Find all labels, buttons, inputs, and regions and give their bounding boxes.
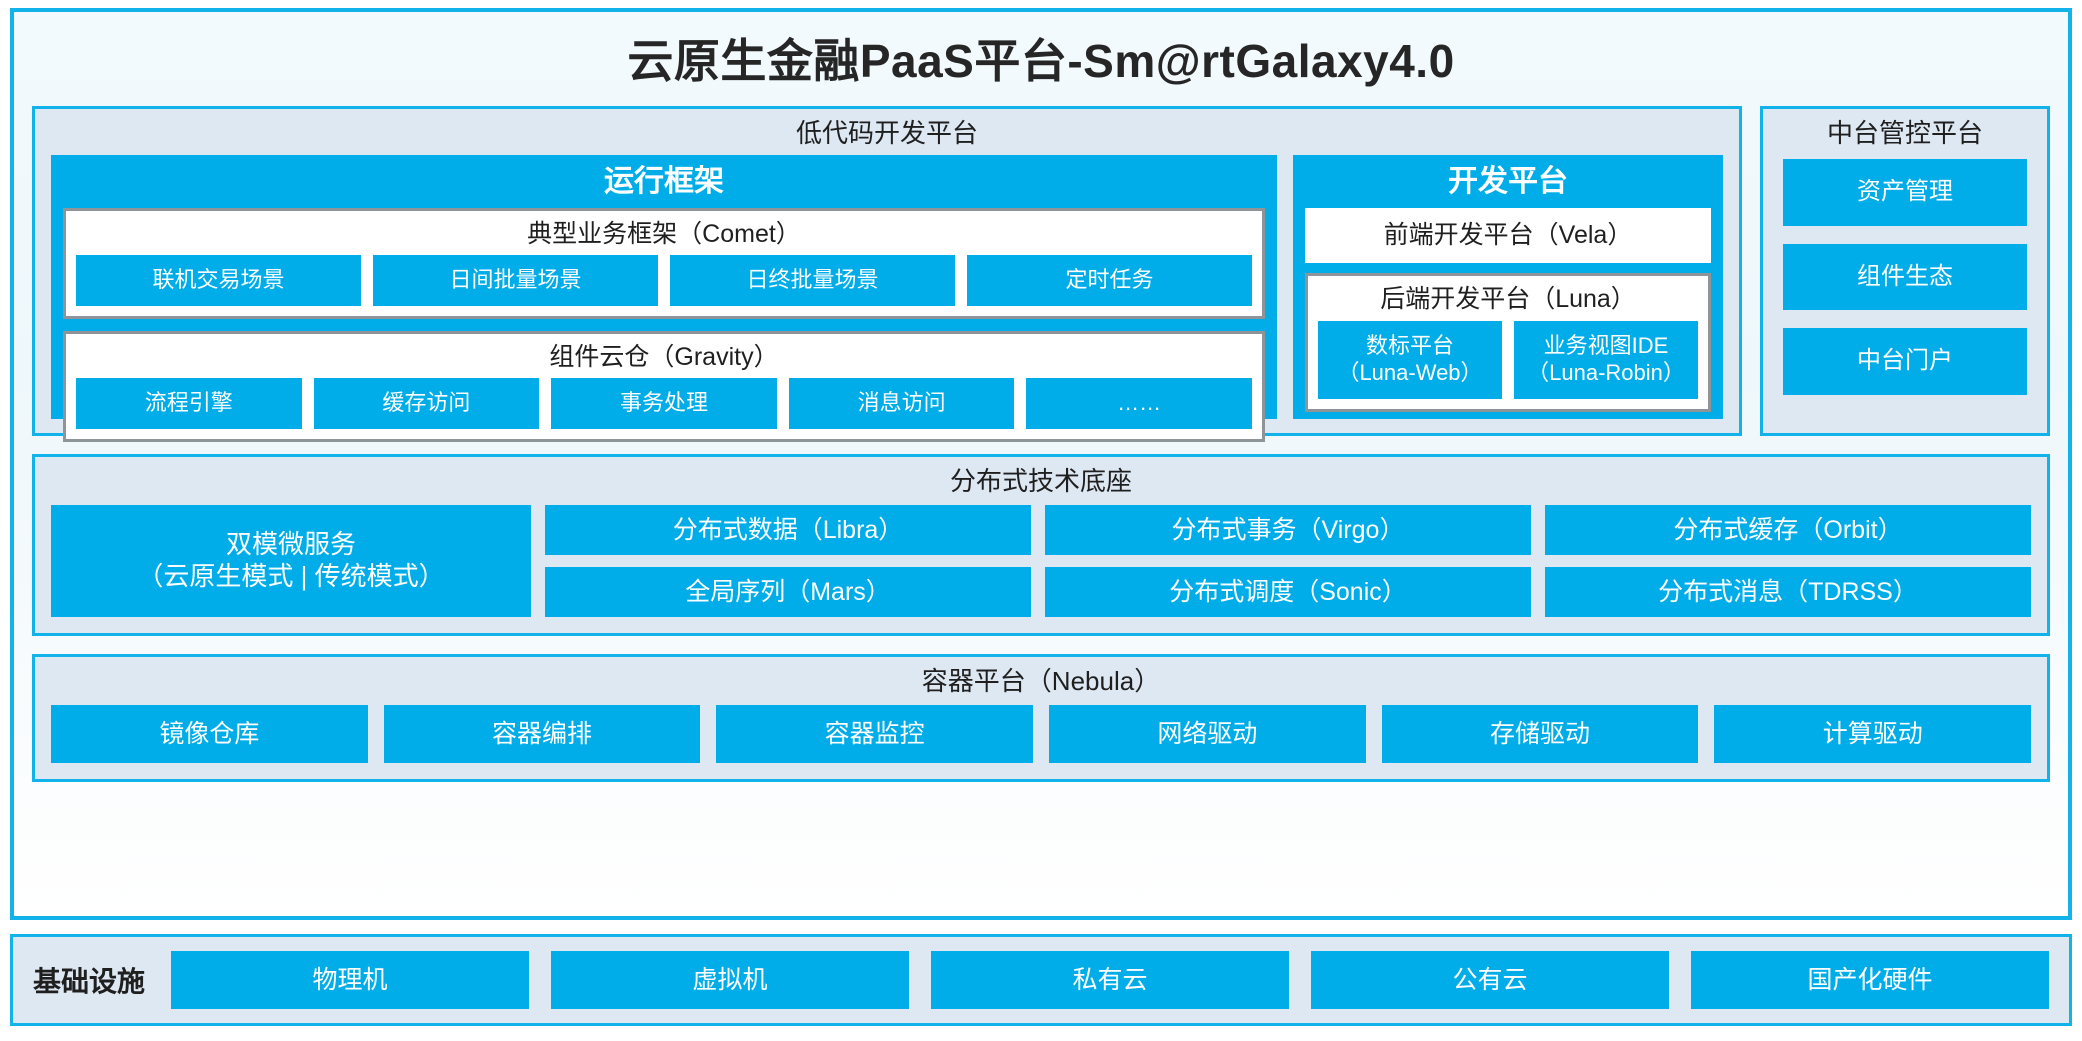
chip-distributed-cache-orbit[interactable]: 分布式缓存（Orbit） xyxy=(1545,504,2031,555)
dev-platform-title: 开发平台 xyxy=(1448,164,1568,198)
chip-domestic-hardware[interactable]: 国产化硬件 xyxy=(1691,951,2050,1009)
container-item-list: 镜像仓库 容器编排 容器监控 网络驱动 存储驱动 计算驱动 xyxy=(35,703,2047,779)
comet-chip-list: 联机交易场景 日间批量场景 日终批量场景 定时任务 xyxy=(76,255,1252,306)
top-row: 低代码开发平台 运行框架 典型业务框架（Comet） 联机交易场景 日间批量场景… xyxy=(32,106,2050,442)
chip-public-cloud[interactable]: 公有云 xyxy=(1311,951,1670,1009)
comet-group-title: 典型业务框架（Comet） xyxy=(527,219,801,248)
chip-midoffice-portal[interactable]: 中台门户 xyxy=(1783,328,2027,396)
gravity-group-title: 组件云仓（Gravity） xyxy=(549,342,779,371)
chip-private-cloud[interactable]: 私有云 xyxy=(931,951,1290,1009)
lowcode-platform-panel: 低代码开发平台 运行框架 典型业务框架（Comet） 联机交易场景 日间批量场景… xyxy=(32,106,1742,442)
chip-luna-web-line2: （Luna-Web） xyxy=(1337,359,1483,385)
chip-asset-management[interactable]: 资产管理 xyxy=(1783,158,2027,226)
chip-container-orchestration[interactable]: 容器编排 xyxy=(383,704,701,763)
infrastructure-label: 基础设施 xyxy=(33,966,146,997)
runtime-framework-title: 运行框架 xyxy=(604,164,724,198)
backend-platform-title: 后端开发平台（Luna） xyxy=(1380,285,1636,314)
chip-scheduled-task[interactable]: 定时任务 xyxy=(967,255,1252,306)
chip-dual-mode-line1: 双模微服务 xyxy=(225,529,356,560)
midoffice-item-list: 资产管理 组件生态 中台门户 xyxy=(1763,155,2047,433)
container-platform-title: 容器平台（Nebula） xyxy=(921,665,1161,696)
chip-dual-mode-microservice[interactable]: 双模微服务 （云原生模式 | 传统模式） xyxy=(51,504,531,617)
chip-distributed-data-libra[interactable]: 分布式数据（Libra） xyxy=(545,504,1031,555)
chip-message-access[interactable]: 消息访问 xyxy=(788,378,1015,429)
frontend-platform-bar[interactable]: 前端开发平台（Vela） xyxy=(1305,207,1711,264)
backend-chip-list: 数标平台 （Luna-Web） 业务视图IDE （Luna-Robin） xyxy=(1318,320,1698,399)
chip-cache-access[interactable]: 缓存访问 xyxy=(313,378,540,429)
chip-more-ellipsis[interactable]: …… xyxy=(1026,378,1252,429)
chip-luna-robin[interactable]: 业务视图IDE （Luna-Robin） xyxy=(1514,320,1698,399)
midoffice-platform-title: 中台管控平台 xyxy=(1826,118,1983,148)
midoffice-platform-panel: 中台管控平台 资产管理 组件生态 中台门户 xyxy=(1760,106,2050,436)
gravity-group: 组件云仓（Gravity） 流程引擎 缓存访问 事务处理 消息访问 …… xyxy=(63,330,1265,442)
distributed-base-title: 分布式技术底座 xyxy=(949,466,1132,496)
chip-distributed-message-tdrss[interactable]: 分布式消息（TDRSS） xyxy=(1545,566,2031,617)
chip-global-sequence-mars[interactable]: 全局序列（Mars） xyxy=(545,566,1031,617)
chip-image-registry[interactable]: 镜像仓库 xyxy=(51,704,368,763)
distributed-base-panel: 分布式技术底座 双模微服务 （云原生模式 | 传统模式） 分布式数据（Libra… xyxy=(32,454,2050,636)
comet-group: 典型业务框架（Comet） 联机交易场景 日间批量场景 日终批量场景 定时任务 xyxy=(63,207,1265,319)
chip-intraday-batch[interactable]: 日间批量场景 xyxy=(373,255,658,306)
distributed-base-body: 双模微服务 （云原生模式 | 传统模式） 分布式数据（Libra） 全局序列（M… xyxy=(35,503,2047,633)
runtime-framework-box: 运行框架 典型业务框架（Comet） 联机交易场景 日间批量场景 日终批量场景 … xyxy=(51,154,1277,442)
chip-luna-robin-line2: （Luna-Robin） xyxy=(1527,359,1685,385)
gravity-chip-list: 流程引擎 缓存访问 事务处理 消息访问 …… xyxy=(76,378,1252,429)
backend-platform-group: 后端开发平台（Luna） 数标平台 （Luna-Web） 业务视图IDE （Lu… xyxy=(1305,273,1711,412)
dev-platform-box: 开发平台 前端开发平台（Vela） 后端开发平台（Luna） 数标平台 （Lun… xyxy=(1293,154,1723,419)
chip-luna-web-line1: 数标平台 xyxy=(1365,332,1454,358)
chip-container-monitoring[interactable]: 容器监控 xyxy=(716,704,1034,763)
chip-luna-robin-line1: 业务视图IDE xyxy=(1543,332,1669,358)
chip-online-transaction[interactable]: 联机交易场景 xyxy=(76,255,361,306)
infrastructure-panel: 基础设施 物理机 虚拟机 私有云 公有云 国产化硬件 xyxy=(10,934,2072,1026)
lowcode-platform-title: 低代码开发平台 xyxy=(795,118,978,148)
base-column-3: 分布式缓存（Orbit） 分布式消息（TDRSS） xyxy=(1545,504,2031,617)
chip-eod-batch[interactable]: 日终批量场景 xyxy=(670,255,955,306)
chip-dual-mode-line2: （云原生模式 | 传统模式） xyxy=(137,560,445,591)
page-title: 云原生金融PaaS平台-Sm@rtGalaxy4.0 xyxy=(627,35,1455,87)
chip-transaction-processing[interactable]: 事务处理 xyxy=(551,378,777,429)
chip-luna-web[interactable]: 数标平台 （Luna-Web） xyxy=(1318,320,1502,399)
chip-compute-driver[interactable]: 计算驱动 xyxy=(1714,704,2032,763)
platform-card: 云原生金融PaaS平台-Sm@rtGalaxy4.0 低代码开发平台 运行框架 … xyxy=(10,8,2072,920)
base-column-2: 分布式事务（Virgo） 分布式调度（Sonic） xyxy=(1045,504,1531,617)
chip-process-engine[interactable]: 流程引擎 xyxy=(76,378,302,429)
infrastructure-item-list: 物理机 虚拟机 私有云 公有云 国产化硬件 xyxy=(171,951,2050,1009)
chip-distributed-transaction-virgo[interactable]: 分布式事务（Virgo） xyxy=(1045,504,1531,555)
chip-component-ecosystem[interactable]: 组件生态 xyxy=(1783,243,2027,311)
dual-mode-column: 双模微服务 （云原生模式 | 传统模式） xyxy=(51,504,531,617)
chip-network-driver[interactable]: 网络驱动 xyxy=(1049,704,1366,763)
chip-physical-machine[interactable]: 物理机 xyxy=(171,951,530,1009)
chip-distributed-scheduling-sonic[interactable]: 分布式调度（Sonic） xyxy=(1045,566,1531,617)
lowcode-platform-body: 运行框架 典型业务框架（Comet） 联机交易场景 日间批量场景 日终批量场景 … xyxy=(35,154,1739,442)
container-platform-panel: 容器平台（Nebula） 镜像仓库 容器编排 容器监控 网络驱动 存储驱动 计算… xyxy=(32,653,2050,782)
chip-virtual-machine[interactable]: 虚拟机 xyxy=(551,951,910,1009)
base-column-1: 分布式数据（Libra） 全局序列（Mars） xyxy=(545,504,1031,617)
chip-storage-driver[interactable]: 存储驱动 xyxy=(1381,704,1699,763)
